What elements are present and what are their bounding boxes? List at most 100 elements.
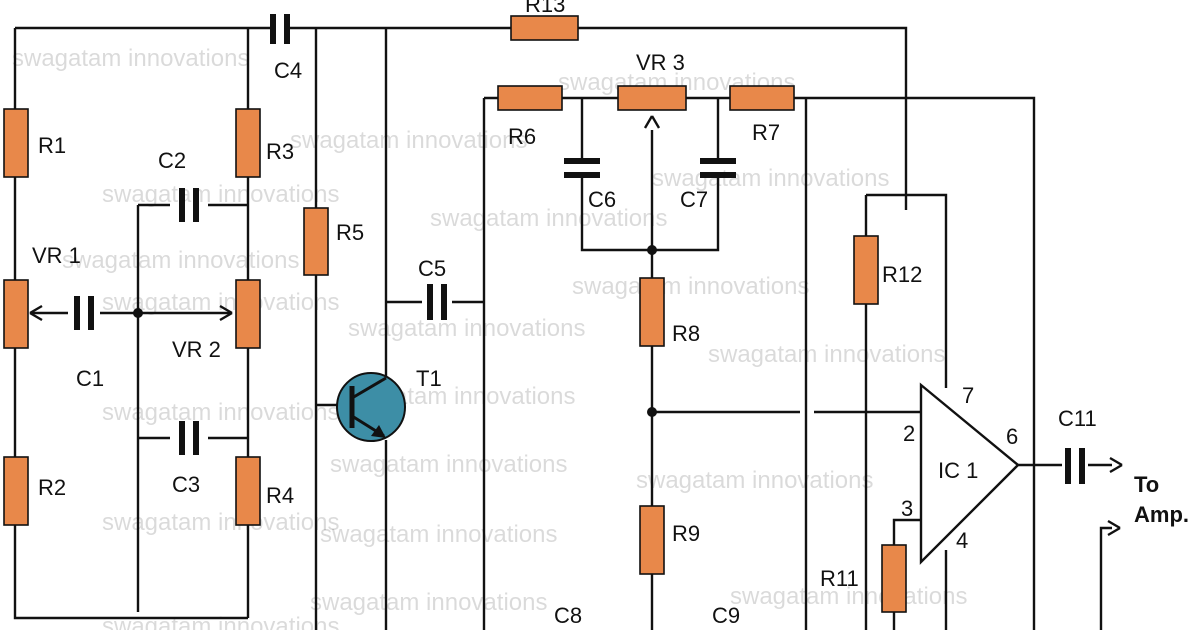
resistor-r7 <box>729 85 795 111</box>
label-c6: C6 <box>588 187 616 212</box>
resistor-r9 <box>639 505 665 575</box>
transistor-body <box>336 372 406 442</box>
resistor-r3 <box>235 108 261 178</box>
watermark: swagatam innovations <box>730 583 967 610</box>
watermark: swagatam innovations <box>430 205 667 232</box>
resistor-r1 <box>3 108 29 178</box>
resistor-r13 <box>510 15 579 41</box>
capacitor-c6 <box>564 158 600 178</box>
label-c9: C9 <box>712 603 740 628</box>
label-pin4: 4 <box>956 528 968 553</box>
label-c11: C11 <box>1058 406 1097 431</box>
label-c1: C1 <box>76 366 104 391</box>
capacitor-c3 <box>179 421 199 455</box>
wire <box>13 26 908 620</box>
watermark: swagatam innovations <box>62 247 299 274</box>
resistor-r12 <box>853 235 879 305</box>
label-vr1: VR 1 <box>32 243 81 268</box>
transistor-t1 <box>336 372 406 442</box>
label-r4: R4 <box>266 483 294 508</box>
label-r2: R2 <box>38 475 66 500</box>
label-r1: R1 <box>38 133 66 158</box>
capacitor-c2 <box>179 188 199 222</box>
wire <box>136 203 248 612</box>
label-amp: Amp. <box>1134 502 1189 527</box>
label-c2: C2 <box>158 148 186 173</box>
label-c8: C8 <box>554 603 582 628</box>
label-pin2: 2 <box>903 421 915 446</box>
label-pin7: 7 <box>962 383 974 408</box>
label-c4: C4 <box>274 58 302 83</box>
label-c5: C5 <box>418 256 446 281</box>
wire <box>1099 526 1112 630</box>
watermark: swagatam innovations <box>310 589 547 616</box>
capacitors <box>74 14 1085 484</box>
label-c3: C3 <box>172 472 200 497</box>
junction-dot <box>647 407 657 417</box>
watermark: swagatam innovations <box>348 315 585 342</box>
labels: R13 C4 R1 C2 R3 VR 1 R5 VR 2 C1 C3 R2 R4… <box>32 0 1189 628</box>
junction-dot <box>133 308 143 318</box>
wire <box>482 96 1036 630</box>
capacitor-c5 <box>427 284 447 320</box>
label-ic1: IC 1 <box>938 458 978 483</box>
label-r13: R13 <box>525 0 565 17</box>
label-to: To <box>1134 472 1159 497</box>
resistor-r11 <box>881 544 907 613</box>
label-pin6: 6 <box>1006 424 1018 449</box>
emitter-arrow <box>371 425 386 438</box>
label-r3: R3 <box>266 139 294 164</box>
capacitor-c1 <box>74 296 94 330</box>
watermark: swagatam innovations <box>12 45 249 72</box>
wire <box>892 518 921 630</box>
capacitor-c11 <box>1065 448 1085 484</box>
label-r11: R11 <box>820 566 859 591</box>
vr1-wiper-arrow <box>29 304 43 322</box>
resistor-vr2 <box>235 279 261 349</box>
watermark: swagatam innovations <box>636 467 873 494</box>
watermark: swagatam innovations <box>320 521 557 548</box>
resistor-vr1 <box>3 279 29 349</box>
label-pin3: 3 <box>901 496 913 521</box>
watermark: swagatam innovations <box>102 509 339 536</box>
watermark: swagatam innovations <box>102 399 339 426</box>
resistor-r6 <box>497 85 563 111</box>
opamp-ic1 <box>919 382 1020 565</box>
watermark-layer: swagatam innovations swagatam innovation… <box>12 45 967 630</box>
label-r5: R5 <box>336 220 364 245</box>
label-r6: R6 <box>508 124 536 149</box>
watermark: swagatam innovations <box>102 181 339 208</box>
wires <box>13 26 1112 630</box>
output-arrow <box>1109 456 1123 474</box>
junction-dot <box>647 245 657 255</box>
ground-arrow <box>1107 519 1121 537</box>
watermark: swagatam innovations <box>572 273 809 300</box>
transistor-collector <box>351 376 387 400</box>
capacitor-c7 <box>700 158 736 178</box>
junctions <box>133 245 657 417</box>
resistors <box>3 15 907 613</box>
resistor-r8 <box>639 277 665 347</box>
watermark: swagatam innovations <box>102 613 339 630</box>
wire <box>864 193 948 630</box>
label-r8: R8 <box>672 321 700 346</box>
watermark: swagatam innovations <box>708 341 945 368</box>
arrows <box>29 115 1123 537</box>
label-t1: T1 <box>416 366 442 391</box>
resistor-vr3 <box>617 85 687 111</box>
label-c7: C7 <box>680 187 708 212</box>
resistor-r5 <box>303 207 329 276</box>
label-r9: R9 <box>672 521 700 546</box>
capacitor-c4 <box>270 14 290 44</box>
wire <box>384 28 484 630</box>
watermark: swagatam innovations <box>330 451 567 478</box>
vr2-wiper-arrow <box>219 304 233 322</box>
label-r7: R7 <box>752 120 780 145</box>
watermark: swagatam innovations <box>290 127 527 154</box>
label-r12: R12 <box>882 262 922 287</box>
watermark: swagatam innovations <box>652 165 889 192</box>
label-vr2: VR 2 <box>172 337 221 362</box>
resistor-r4 <box>235 456 261 526</box>
resistor-r2 <box>3 456 29 526</box>
